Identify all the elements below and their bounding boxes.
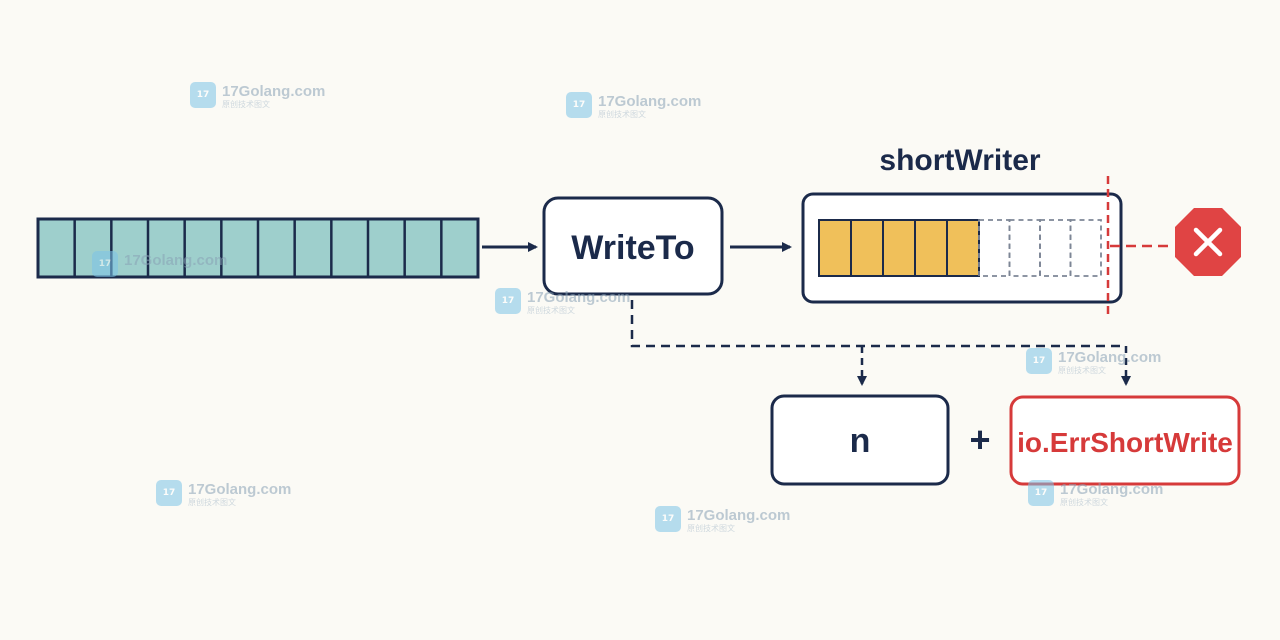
writeto-node: WriteTo xyxy=(542,196,724,296)
writeto-box xyxy=(542,196,724,296)
written-cell xyxy=(818,219,852,277)
writeto-label: WriteTo xyxy=(571,229,694,267)
shortwriter-node xyxy=(801,192,1123,304)
x-octagon-icon xyxy=(1175,208,1241,276)
unwritten-cell xyxy=(1069,219,1102,277)
return-path-main xyxy=(630,300,1126,348)
error-node: io.ErrShortWrite xyxy=(1009,395,1241,486)
written-cell xyxy=(850,219,884,277)
plus-sign: + xyxy=(969,419,990,460)
shortwriter-title: shortWriter xyxy=(879,144,1040,177)
n-box xyxy=(770,394,950,486)
error-label: io.ErrShortWrite xyxy=(1017,427,1233,458)
n-label: n xyxy=(850,422,871,460)
written-cell xyxy=(914,219,948,277)
input-buffer xyxy=(36,217,480,279)
return-paths xyxy=(630,300,1131,386)
error-box xyxy=(1009,395,1241,486)
written-cell xyxy=(946,219,980,277)
n-node: n xyxy=(770,394,950,486)
written-cell xyxy=(882,219,916,277)
